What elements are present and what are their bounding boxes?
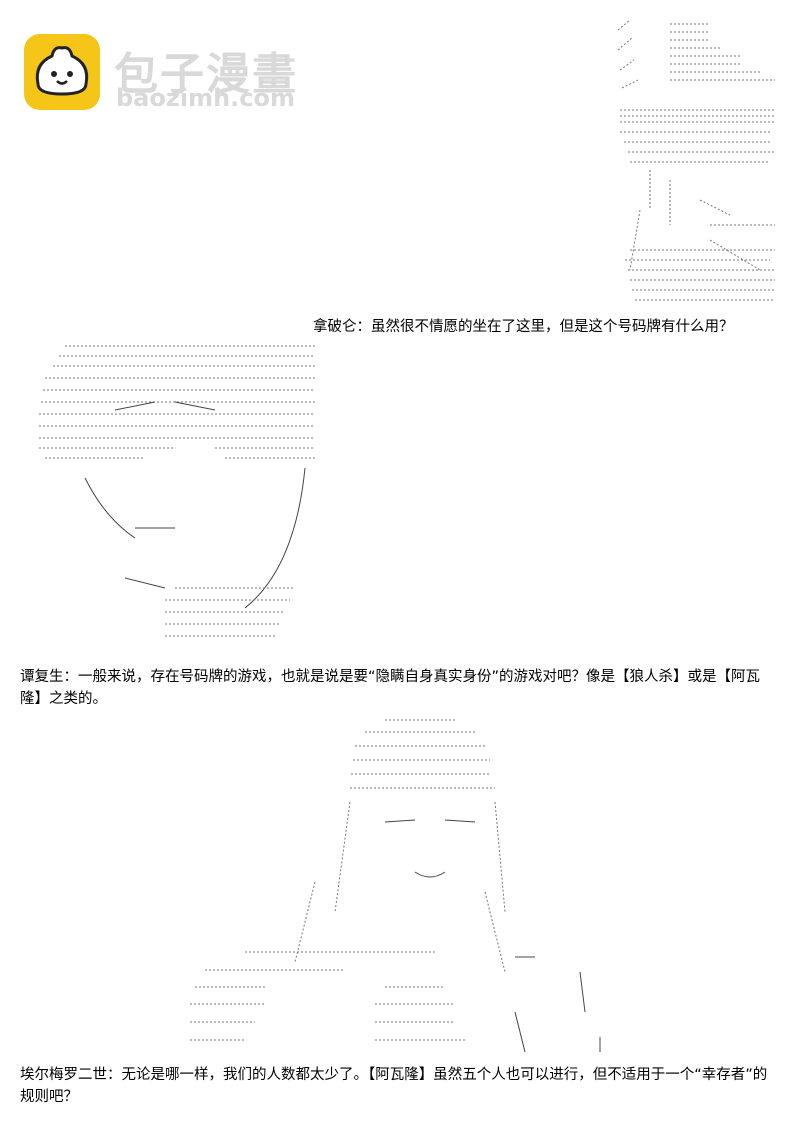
speaker-name: 拿破仑 <box>313 319 357 335</box>
dialogue-text: 一般来说，存在号码牌的游戏，也就是说是要“隐瞒自身真实身份”的游戏对吧？像是【狼… <box>20 669 761 707</box>
dialogue-text: 虽然很不情愿的坐在了这里，但是这个号码牌有什么用？ <box>371 319 734 335</box>
dialogue-text: 无论是哪一样，我们的人数都太少了。【阿瓦隆】虽然五个人也可以进行，但不适用于一个… <box>20 1067 768 1105</box>
separator: ： <box>356 319 372 335</box>
aa-art-character-longhair <box>190 719 601 1053</box>
separator: ： <box>63 669 79 685</box>
separator: ： <box>107 1067 122 1083</box>
site-logo: 包子漫畫 baozimh.com <box>24 34 324 114</box>
dialogue-line-2: 谭复生：一般来说，存在号码牌的游戏，也就是说是要“隐瞒自身真实身份”的游戏对吧？… <box>20 666 780 710</box>
dialogue-line-3: 埃尔梅罗二世：无论是哪一样，我们的人数都太少了。【阿瓦隆】虽然五个人也可以进行，… <box>20 1064 780 1108</box>
dialogue-line-1: 拿破仑：虽然很不情愿的坐在了这里，但是这个号码牌有什么用？ <box>313 316 783 338</box>
aa-art-character-seated <box>617 19 775 301</box>
aa-art-character-face <box>39 345 315 637</box>
logo-name-cn: 包子漫畫 <box>114 49 298 100</box>
bun-mascot-icon <box>24 34 100 110</box>
speaker-name: 谭复生 <box>20 669 64 685</box>
logo-name-en: baozimh.com <box>116 84 295 112</box>
speaker-name: 埃尔梅罗二世 <box>20 1067 107 1083</box>
